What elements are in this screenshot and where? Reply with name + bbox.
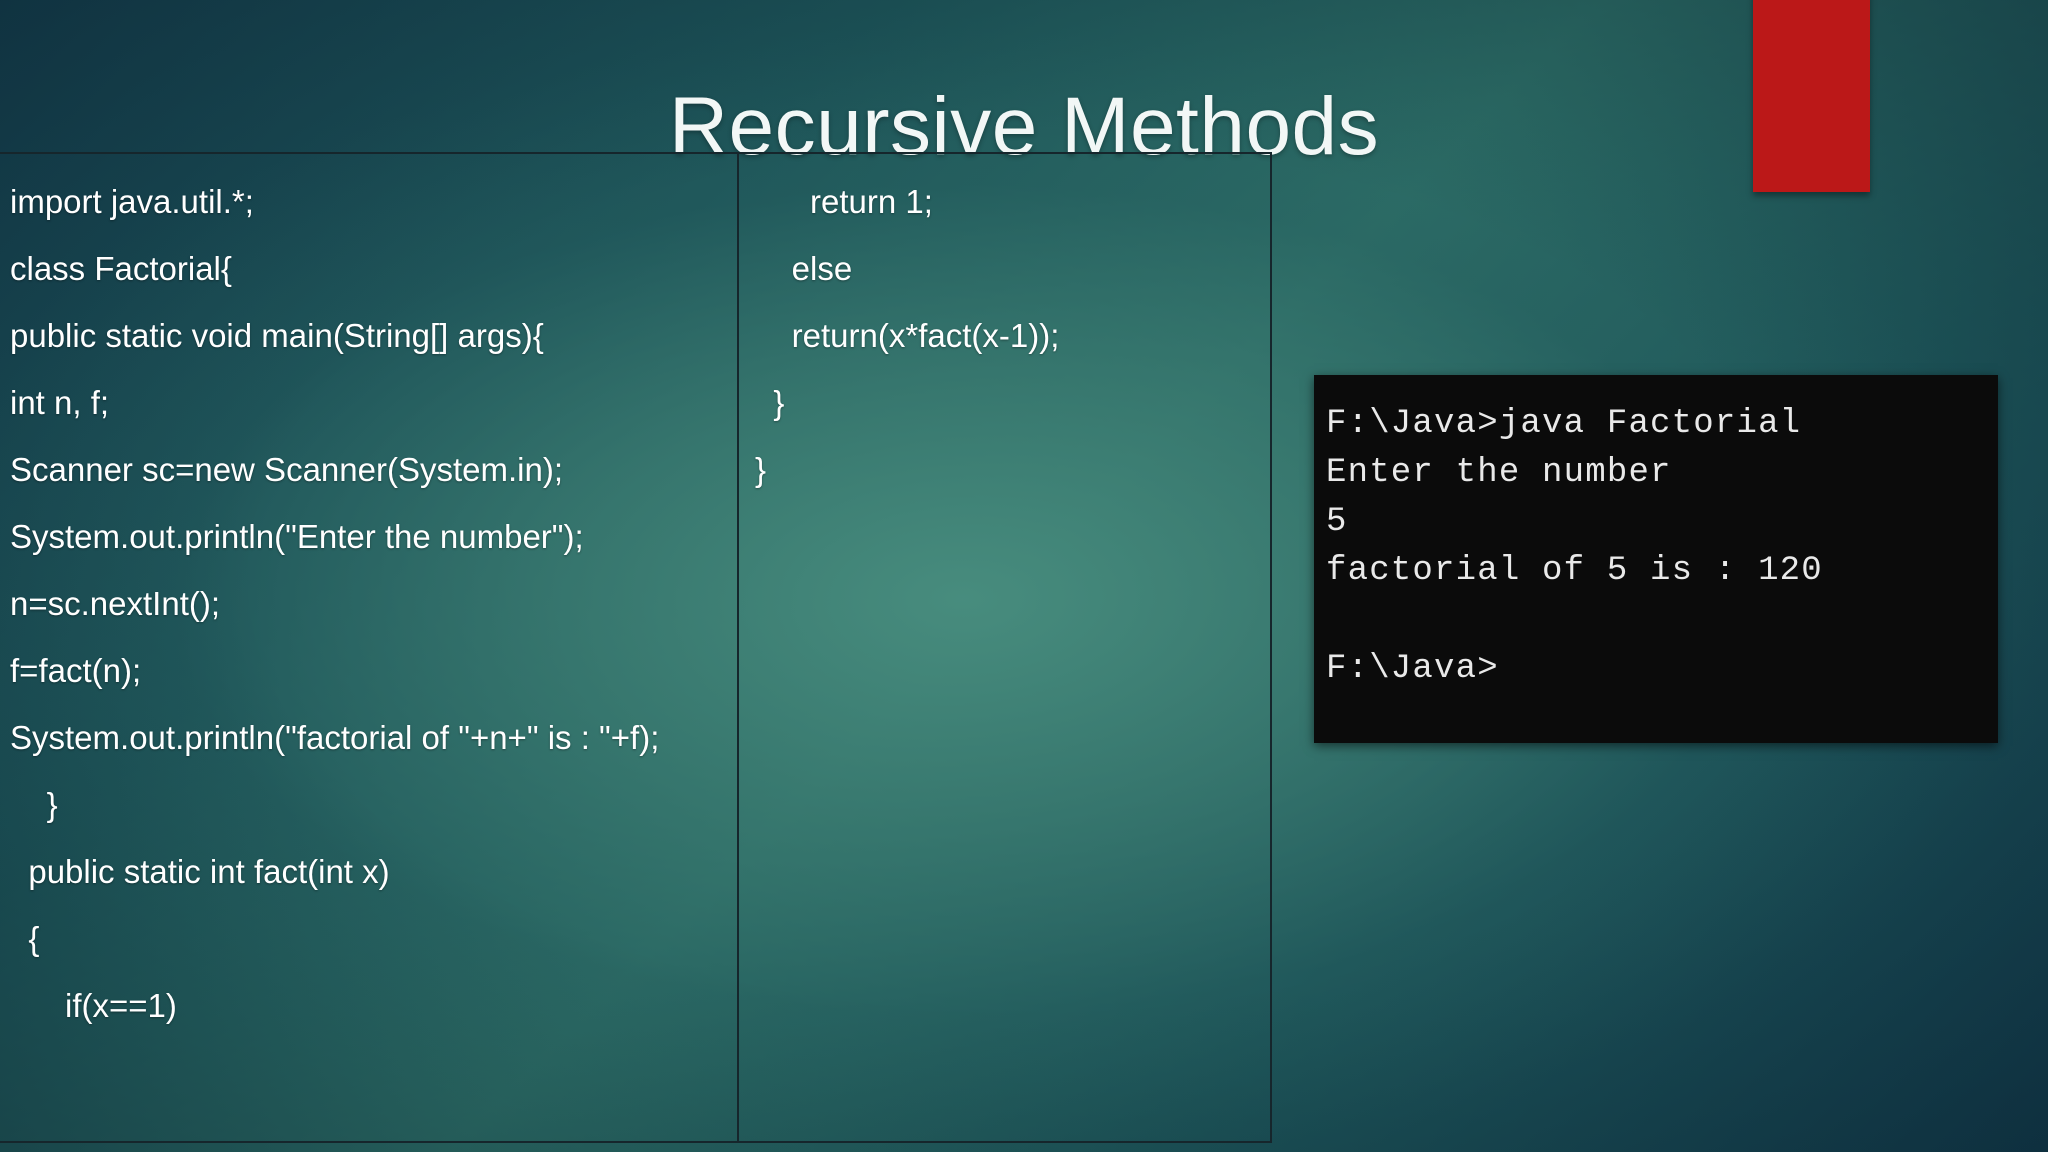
code-line: f=fact(n); — [10, 652, 142, 689]
code-column-right: return 1; else return(x*fact(x-1)); } } — [739, 154, 1270, 1141]
console-line — [1326, 596, 1998, 645]
code-line: public static int fact(int x) — [10, 853, 390, 890]
code-line: import java.util.*; — [10, 183, 254, 220]
code-line: System.out.println("Enter the number"); — [10, 518, 584, 555]
code-column-left: import java.util.*; class Factorial{ pub… — [0, 154, 739, 1141]
console-line: 5 — [1326, 503, 1348, 541]
console-line: factorial of 5 is : 120 — [1326, 552, 1823, 590]
code-listing-table: import java.util.*; class Factorial{ pub… — [0, 152, 1272, 1143]
console-line: F:\Java>java Factorial — [1326, 405, 1802, 443]
code-line: int n, f; — [10, 384, 110, 421]
code-line: return(x*fact(x-1)); — [755, 317, 1060, 354]
red-accent-rectangle — [1753, 0, 1870, 192]
code-line: } — [10, 786, 58, 823]
code-line: System.out.println("factorial of "+n+" i… — [10, 719, 660, 756]
code-line: Scanner sc=new Scanner(System.in); — [10, 451, 563, 488]
code-line: } — [755, 451, 767, 488]
page-title: Recursive Methods — [668, 80, 1380, 172]
console-line: Enter the number — [1326, 454, 1672, 492]
console-line: F:\Java> — [1326, 650, 1499, 688]
code-line: public static void main(String[] args){ — [10, 317, 544, 354]
code-line: } — [755, 384, 785, 421]
code-line: { — [10, 920, 40, 957]
code-line: class Factorial{ — [10, 250, 232, 287]
code-line: return 1; — [755, 183, 933, 220]
code-line: else — [755, 250, 853, 287]
code-line: if(x==1) — [10, 987, 177, 1024]
code-line: n=sc.nextInt(); — [10, 585, 221, 622]
console-output-window: F:\Java>java Factorial Enter the number … — [1314, 375, 1998, 743]
